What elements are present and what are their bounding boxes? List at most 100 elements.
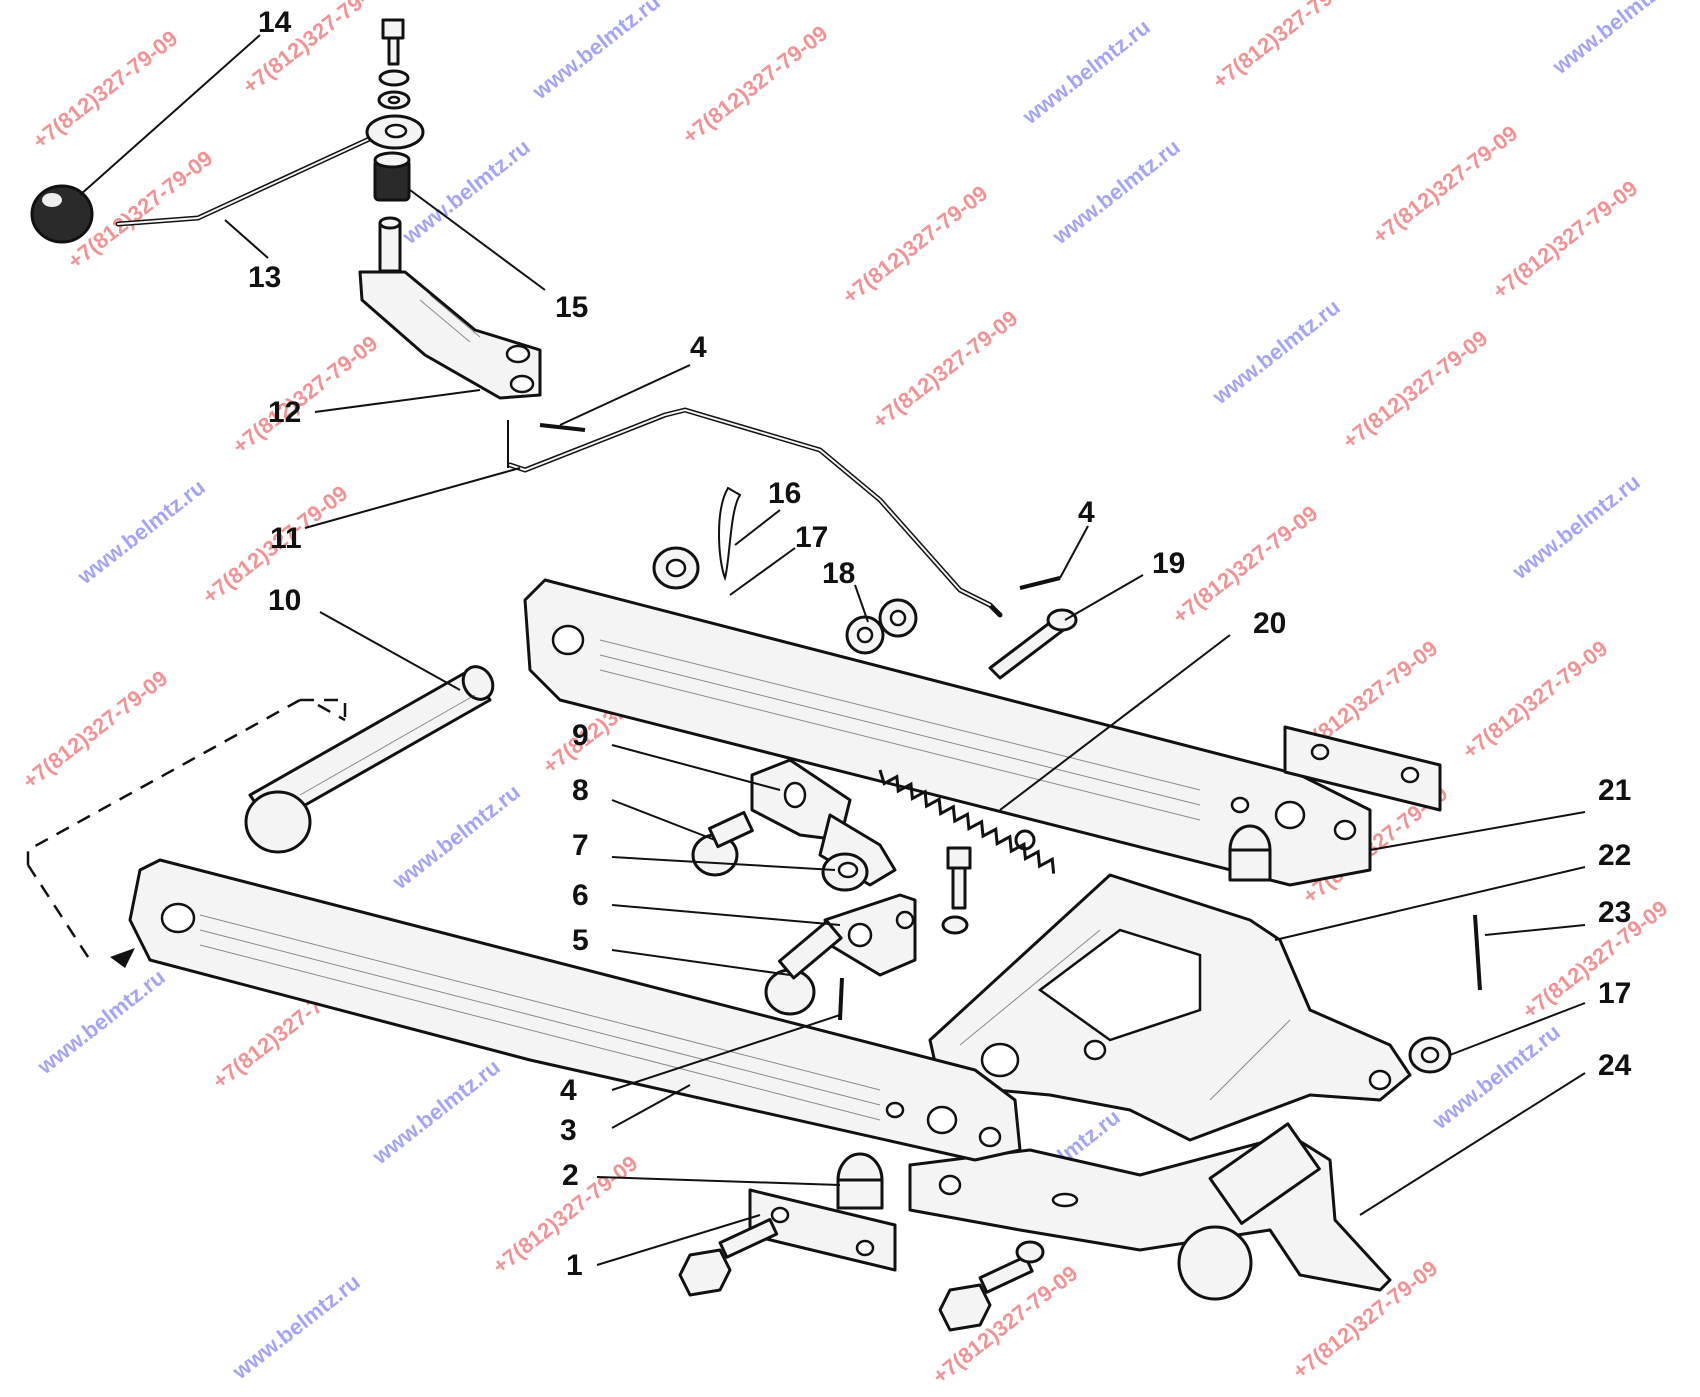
callout-numbers: 14 13 15 4 12 11 16 17 18 4 19 20 10 9 8… (248, 6, 1632, 1282)
bolt-shank (718, 1218, 779, 1259)
pin-2-body (836, 1178, 884, 1210)
watermark-phone: +7(812)327-79-09 (1368, 120, 1523, 249)
assembly-guide-dashed (26, 698, 346, 961)
watermark-site: www.belmtz.ru (1207, 294, 1345, 409)
frame-hole (980, 1042, 1020, 1078)
bracket-6-hole (895, 910, 915, 930)
frame-hole (1368, 1069, 1392, 1091)
leader-12 (314, 389, 481, 413)
link-block-hole (783, 781, 807, 809)
callout-18: 18 (822, 557, 855, 590)
callout-1: 1 (566, 1249, 583, 1282)
arm-plate (358, 270, 542, 400)
upper-strap-hole (1310, 743, 1330, 761)
frame-hole (1083, 1039, 1107, 1061)
arm-shaft (378, 221, 402, 273)
leader-5 (611, 949, 791, 976)
arm-hatch (429, 294, 481, 338)
upper-arm-hatch (599, 639, 1201, 791)
strap-hole (855, 1239, 875, 1257)
washers-top (652, 486, 918, 655)
bolt-head (946, 846, 972, 870)
callout-13: 13 (248, 261, 281, 294)
leader-11 (304, 467, 521, 529)
callout-10: 10 (268, 584, 301, 617)
link-strap (818, 813, 897, 887)
upper-arm-hole (1333, 819, 1357, 841)
washer-18b-hole (889, 609, 907, 627)
knob (30, 184, 94, 244)
bolt-shank (978, 1255, 1034, 1294)
frame-hatch (959, 929, 1101, 1046)
guide-arrow (110, 948, 135, 968)
frame-window (1037, 928, 1202, 1042)
callout-24: 24 (1598, 1049, 1632, 1082)
bolt-shank (951, 866, 967, 910)
leader-20 (999, 634, 1231, 811)
upper-arm-hatch (599, 654, 1201, 806)
watermark-site: www.belmtz.ru (1507, 469, 1645, 584)
watermark-phone: +7(812)327-79-09 (1168, 500, 1323, 629)
spring-20 (878, 769, 1056, 874)
lock-washer (941, 915, 969, 935)
watermark-phone: +7(812)327-79-09 (838, 180, 993, 309)
pin-10-assembly (26, 665, 495, 968)
callout-12: 12 (268, 396, 301, 429)
leader-lines (79, 34, 1586, 1266)
lower-arm-hatch (199, 929, 881, 1106)
upper-strap-hole (1400, 766, 1420, 784)
leader-1 (596, 1214, 761, 1266)
lower-arm-hatch (199, 944, 881, 1121)
leader-24 (1359, 1072, 1586, 1216)
leader-4b (1059, 525, 1089, 579)
link-rod (507, 407, 1003, 618)
control-lever-assembly (30, 18, 542, 400)
leader-18 (854, 584, 869, 623)
leader-22 (1274, 866, 1586, 941)
cotter-pin (1019, 576, 1061, 590)
leader-23 (1484, 924, 1586, 936)
watermark-site: www.belmtz.ru (1547, 0, 1685, 80)
pin-8-shank (707, 810, 754, 849)
upper-arm-body (523, 578, 1372, 887)
leader-4c (611, 1014, 841, 1091)
top-washer-hole (387, 95, 401, 105)
arm-hole-1 (505, 344, 531, 364)
watermark-phone: +7(812)327-79-09 (1458, 635, 1613, 764)
leader-17a (729, 547, 796, 596)
callout-3: 3 (560, 1114, 577, 1147)
pin-19-head (1046, 608, 1078, 632)
lower-arm-hole (885, 1101, 905, 1119)
callout-17b: 17 (1598, 977, 1631, 1010)
callout-16: 16 (768, 477, 801, 510)
drawbar-frame (908, 873, 1482, 1301)
leader-16 (734, 509, 781, 546)
callout-5: 5 (572, 924, 589, 957)
upper-link-arm (523, 578, 1442, 887)
lower-link-arm (128, 858, 1045, 1332)
washer-17-right-hole (1420, 1046, 1440, 1064)
callout-11: 11 (270, 522, 302, 555)
cotter-pin-23 (1473, 914, 1482, 991)
watermark-phone: +7(812)327-79-09 (678, 20, 833, 149)
upper-arm-hole (1274, 800, 1306, 830)
leader-13 (224, 219, 269, 259)
watermark-phone: +7(812)327-79-09 (1488, 175, 1643, 304)
spring-coil (878, 769, 1056, 874)
top-lock-washer (378, 69, 410, 87)
callout-20: 20 (1253, 607, 1286, 640)
bushing-7-hole (837, 861, 859, 879)
pin-5-shank (777, 919, 843, 980)
watermark-phone: +7(812)327-79-09 (18, 665, 173, 794)
callout-9: 9 (572, 719, 589, 752)
arm-hole-2 (509, 374, 535, 394)
arm-hatch (419, 299, 471, 343)
callout-14: 14 (258, 6, 292, 39)
callout-7: 7 (572, 829, 589, 862)
lever-rod-inner (117, 134, 379, 225)
pin-10-end (461, 665, 495, 701)
lower-arm-hole (160, 902, 196, 934)
upper-arm-hatch (599, 669, 1201, 821)
watermark-site: www.belmtz.ru (72, 474, 210, 589)
